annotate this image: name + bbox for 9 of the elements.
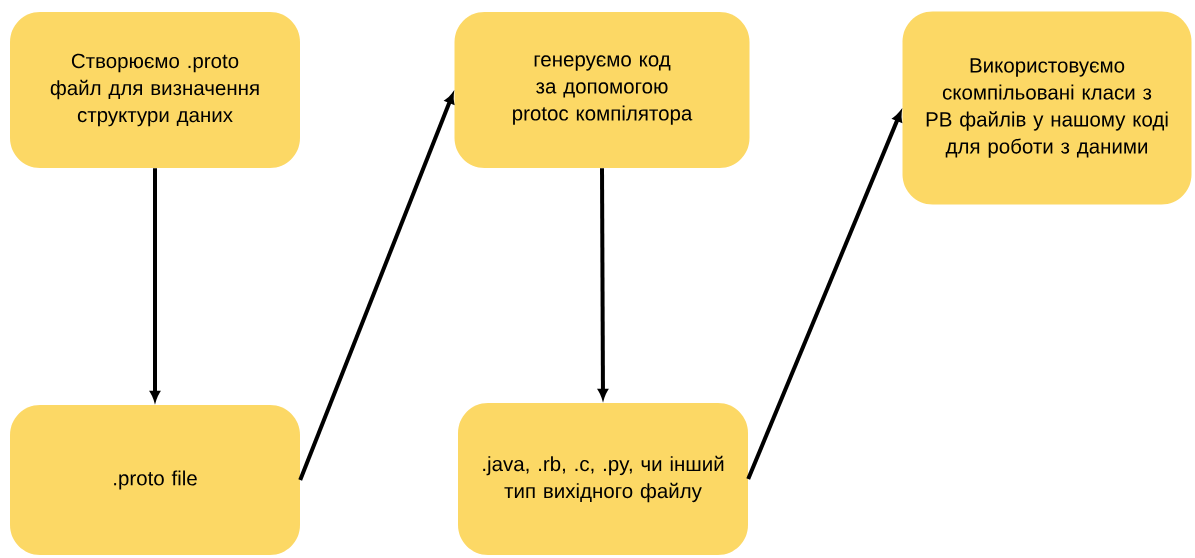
process-box: Створюємо .proto файл для визначення структури даних [10,12,300,168]
process-box: .proto file [10,405,300,555]
arrow [298,93,455,481]
arrow [598,168,608,400]
arrow [150,168,160,402]
process-box: Використовуємо скомпільовані класи з PB файлів у нашому коді для роботи з даними [902,11,1192,205]
process-box: генеруємо код за допомогою protoc компілятора [454,12,750,168]
arrow [746,111,902,480]
process-box: .java, .rb, .c, .py, чи інший тип вихідного файлу [458,403,748,555]
